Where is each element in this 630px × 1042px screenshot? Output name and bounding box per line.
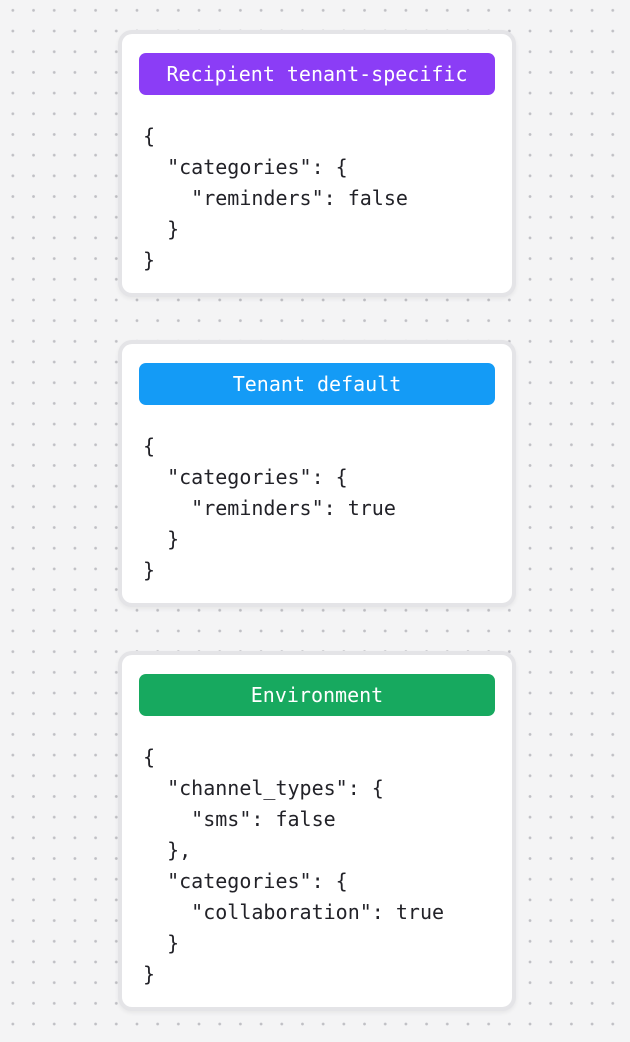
card-environment: Environment { "channel_types": { "sms": … — [118, 651, 516, 1011]
json-code-block: { "channel_types": { "sms": false }, "ca… — [143, 745, 445, 986]
tenant-default-badge: Tenant default — [139, 363, 495, 405]
recipient-tenant-specific-badge: Recipient tenant-specific — [139, 53, 495, 95]
card-recipient-tenant-specific: Recipient tenant-specific { "categories"… — [118, 30, 516, 297]
card-tenant-default: Tenant default { "categories": { "remind… — [118, 340, 516, 607]
environment-badge: Environment — [139, 674, 495, 716]
json-code-block: { "categories": { "reminders": true } } — [143, 434, 396, 582]
json-code-block: { "categories": { "reminders": false } } — [143, 124, 408, 272]
